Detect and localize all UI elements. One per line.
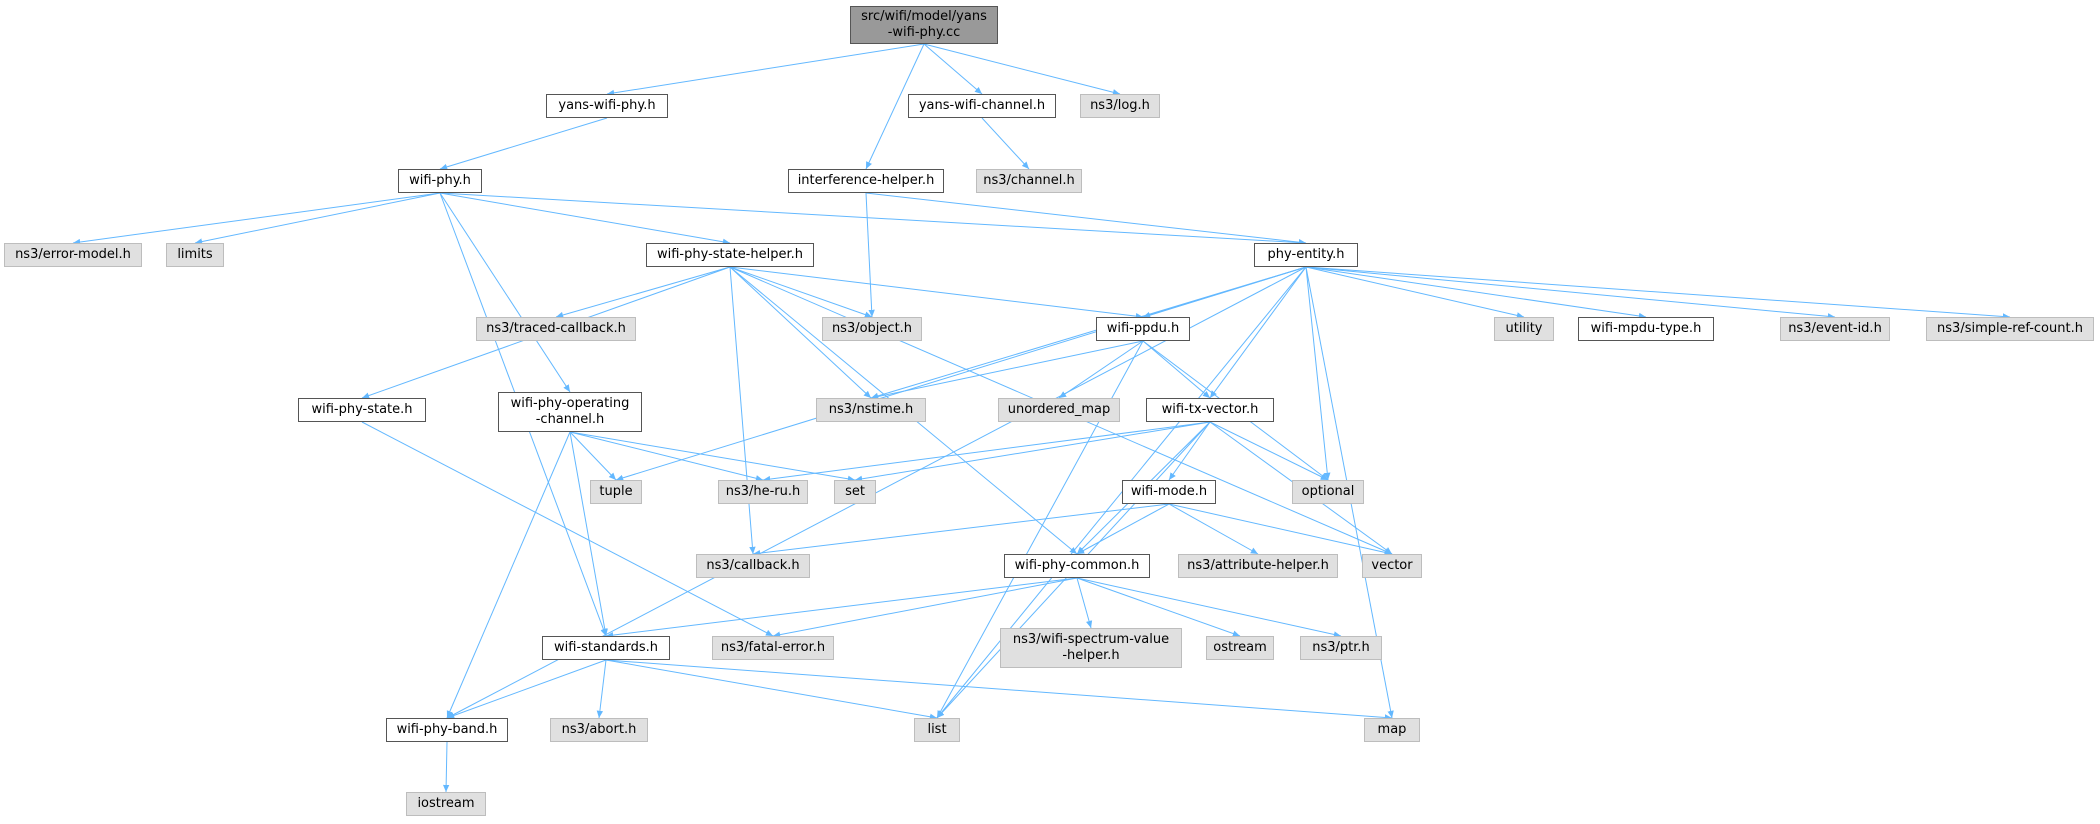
edge-wifi_mode_h-to-wifi_phy_common_h [1076,503,1170,555]
node-optional[interactable]: optional [1292,480,1364,504]
node-iostream[interactable]: iostream [406,792,486,816]
node-yans-wifi-channel-h[interactable]: yans-wifi-channel.h [908,94,1056,118]
node-wifi-phy-common-h[interactable]: wifi-phy-common.h [1004,554,1150,578]
node-ns3-object-h[interactable]: ns3/object.h [822,317,922,341]
node-wifi-ppdu-h[interactable]: wifi-ppdu.h [1096,317,1190,341]
edge-wifi_phy_state_helper_h-to-ns3_nstime_h [729,266,872,399]
edge-wifi_phy_operating_channel_h-to-tuple [569,431,617,481]
edge-wifi_phy_common_h-to-wifi_standards_h [605,577,1078,639]
node-wifi-phy-operating-channel-h[interactable]: wifi-phy-operating -channel.h [498,392,642,432]
edge-yans_wifi_phy_h-to-wifi_phy_h [439,117,608,170]
node-ns3-nstime-h[interactable]: ns3/nstime.h [816,398,926,422]
edge-wifi_mode_h-to-ns3_attribute_helper_h [1168,503,1259,555]
node-ostream[interactable]: ostream [1206,636,1274,660]
node-wifi-phy-band-h[interactable]: wifi-phy-band.h [386,718,508,742]
node-ns3-simple-ref-count-h[interactable]: ns3/simple-ref-count.h [1926,317,2094,341]
node-wifi-phy-h[interactable]: wifi-phy.h [398,169,482,193]
edge-wifi_phy_common_h-to-ns3_wifi_spectrum_value_helper_h [1076,577,1093,629]
edge-wifi_phy_state_h-to-ns3_fatal_error_h [361,421,774,637]
edge-root-to-ns3_log_h [923,43,1121,96]
node-ns3-attribute-helper-h[interactable]: ns3/attribute-helper.h [1178,554,1338,578]
edge-wifi_standards_h-to-map [605,659,1393,721]
edge-root-to-yans_wifi_phy_h [606,43,925,97]
node-unordered-map[interactable]: unordered_map [998,398,1120,422]
node-ns3-wifi-spectrum-value-helper-h[interactable]: ns3/wifi-spectrum-value -helper.h [1000,628,1182,668]
edge-phy_entity_h-to-utility [1305,266,1525,319]
edge-wifi_mode_h-to-ns3_callback_h [752,503,1170,557]
edge-phy_entity_h-to-tuple [615,266,1307,481]
edge-phy_entity_h-to-ns3_simple_ref_count_h [1305,266,2011,320]
node-yans-wifi-phy-h[interactable]: yans-wifi-phy.h [546,94,668,118]
node-ns3-abort-h[interactable]: ns3/abort.h [550,718,648,742]
node-wifi-mpdu-type-h[interactable]: wifi-mpdu-type.h [1578,317,1714,341]
edge-interference_helper_h-to-ns3_object_h [865,192,875,318]
node-ns3-ptr-h[interactable]: ns3/ptr.h [1300,636,1382,660]
edge-wifi_phy_h-to-limits [194,192,441,245]
edge-yans_wifi_channel_h-to-ns3_channel_h [981,117,1030,170]
edge-wifi_tx_vector_h-to-set [854,421,1211,482]
edge-wifi_phy_state_helper_h-to-ns3_object_h [729,266,873,318]
edge-phy_entity_h-to-list [936,266,1307,719]
edge-wifi_ppdu_h-to-ns3_nstime_h [870,340,1144,400]
edge-wifi_phy_h-to-wifi_phy_operating_channel_h [439,192,571,393]
edge-wifi_standards_h-to-ns3_abort_h [596,659,607,719]
edge-wifi_phy_operating_channel_h-to-wifi_standards_h [569,431,608,637]
node-ns3-fatal-error-h[interactable]: ns3/fatal-error.h [712,636,834,660]
node-set[interactable]: set [834,480,876,504]
edge-phy_entity_h-to-ns3_event_id_h [1305,266,1836,320]
edge-wifi_phy_operating_channel_h-to-set [569,431,856,482]
node-wifi-standards-h[interactable]: wifi-standards.h [542,636,670,660]
edge-root-to-interference_helper_h [865,43,925,170]
edge-wifi_standards_h-to-wifi_phy_band_h [446,659,607,719]
edge-wifi_mode_h-to-vector [1168,503,1393,556]
node-ns3-event-id-h[interactable]: ns3/event-id.h [1780,317,1890,341]
node-wifi-phy-state-helper-h[interactable]: wifi-phy-state-helper.h [646,243,814,267]
edge-phy_entity_h-to-wifi_tx_vector_h [1209,266,1307,399]
node-interference-helper-h[interactable]: interference-helper.h [788,169,944,193]
node-phy-entity-h[interactable]: phy-entity.h [1254,243,1358,267]
edge-phy_entity_h-to-wifi_mpdu_type_h [1305,266,1647,320]
edge-wifi_phy_common_h-to-ns3_ptr_h [1076,577,1342,638]
edge-root-to-yans_wifi_channel_h [923,43,983,95]
edge-wifi_phy_state_helper_h-to-ns3_traced_callback_h [555,266,731,319]
edge-wifi_phy_operating_channel_h-to-wifi_phy_band_h [446,431,571,719]
dependency-edges [72,43,2011,793]
edge-wifi_phy_band_h-to-iostream [442,741,450,793]
node-wifi-tx-vector-h[interactable]: wifi-tx-vector.h [1146,398,1274,422]
edge-phy_entity_h-to-optional [1305,266,1331,481]
edge-phy_entity_h-to-ns3_nstime_h [870,266,1307,399]
node-wifi-mode-h[interactable]: wifi-mode.h [1122,480,1216,504]
edge-wifi_phy_h-to-phy_entity_h [439,192,1307,246]
edge-wifi_phy_h-to-ns3_error_model_h [72,192,441,246]
edge-wifi_phy_h-to-wifi_phy_state_helper_h [439,192,731,245]
edge-wifi_phy_common_h-to-ns3_fatal_error_h [772,577,1078,638]
edge-wifi_phy_state_helper_h-to-ns3_callback_h [729,266,756,555]
root-file-node[interactable]: src/wifi/model/yans -wifi-phy.cc [850,6,998,44]
node-ns3-traced-callback-h[interactable]: ns3/traced-callback.h [476,317,636,341]
node-limits[interactable]: limits [166,243,224,267]
edge-wifi_phy_operating_channel_h-to-ns3_he_ru_h [569,431,764,482]
node-ns3-error-model-h[interactable]: ns3/error-model.h [4,243,142,267]
edge-wifi_tx_vector_h-to-wifi_mode_h [1168,421,1211,481]
edge-wifi_standards_h-to-list [605,659,938,720]
edge-wifi_ppdu_h-to-wifi_tx_vector_h [1142,340,1211,399]
edge-wifi_tx_vector_h-to-optional [1209,421,1329,481]
node-vector[interactable]: vector [1362,554,1422,578]
node-utility[interactable]: utility [1494,317,1554,341]
edge-wifi_tx_vector_h-to-ns3_he_ru_h [762,421,1211,483]
edge-interference_helper_h-to-phy_entity_h [865,192,1307,246]
edge-wifi_ppdu_h-to-unordered_map [1058,340,1144,399]
node-ns3-channel-h[interactable]: ns3/channel.h [976,169,1082,193]
node-ns3-he-ru-h[interactable]: ns3/he-ru.h [718,480,808,504]
node-tuple[interactable]: tuple [590,480,642,504]
node-wifi-phy-state-h[interactable]: wifi-phy-state.h [298,398,426,422]
edge-wifi_phy_state_helper_h-to-wifi_ppdu_h [729,266,1144,320]
edge-wifi_phy_common_h-to-ostream [1076,577,1241,637]
node-list[interactable]: list [914,718,960,742]
node-ns3-callback-h[interactable]: ns3/callback.h [696,554,810,578]
node-map[interactable]: map [1364,718,1420,742]
node-ns3-log-h[interactable]: ns3/log.h [1080,94,1160,118]
